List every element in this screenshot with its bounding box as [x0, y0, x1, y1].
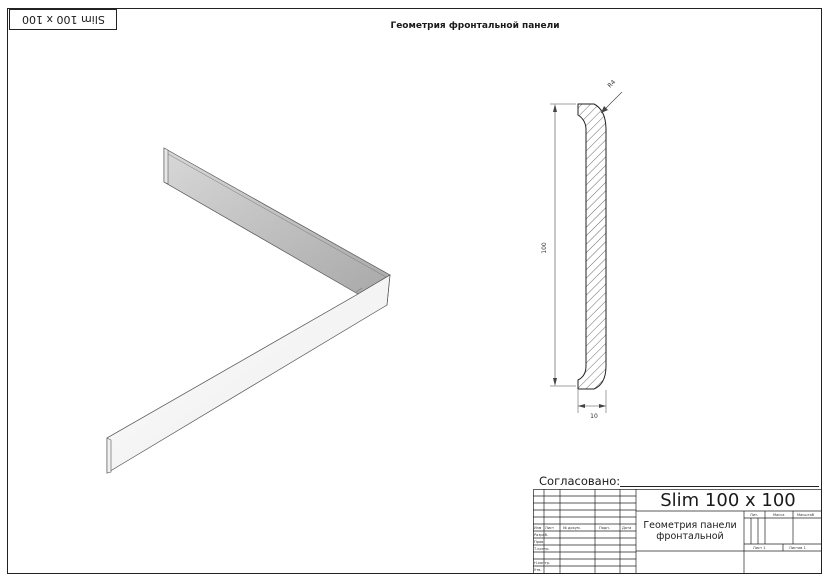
stamp-product-title: Slim 100 x 100 [660, 489, 796, 511]
height-dimension-label: 100 [541, 242, 548, 254]
sheet-title: Геометрия фронтальной панели [390, 21, 560, 31]
row-razrab: Разраб. [534, 533, 548, 537]
profile-section [577, 103, 607, 390]
lit-label: Лит. [750, 513, 758, 517]
stamp-drawing-name: Геометрия панели фронтальной [636, 511, 744, 551]
width-dimension-label: 10 [590, 413, 598, 420]
cross-section-view: 100 10 R4 [541, 80, 623, 420]
isometric-panel-view [106, 147, 391, 474]
row-utv: Утв. [534, 568, 542, 572]
mirrored-product-label: Slim 100 x 100 [9, 9, 117, 30]
col-sign: Подп. [599, 526, 610, 530]
col-doc: № докум. [563, 526, 581, 530]
agreed-label: Согласовано: [539, 474, 621, 488]
col-list: Лист [545, 526, 554, 530]
drawing-sheet [7, 8, 822, 574]
row-nkontr: Н.контр. [534, 561, 550, 565]
panel-front-face [106, 274, 391, 474]
row-prov: Пров. [534, 540, 544, 544]
scale-label: Масштаб [797, 513, 815, 517]
panel-back-edge [163, 147, 169, 185]
stamp-name-line1: Геометрия панели [643, 520, 737, 531]
agreed-signature-line [620, 486, 819, 487]
stamp-name-line2: фронтальной [656, 531, 724, 542]
panel-front-end [106, 437, 112, 474]
col-date: Дата [622, 526, 631, 530]
radius-label: R4 [606, 80, 617, 89]
col-izm: Изм [534, 526, 542, 530]
sheet-label: Лист 1 [753, 546, 766, 550]
row-tkontr: Т.контр. [533, 547, 550, 551]
sheets-label: Листов 1 [789, 546, 806, 550]
title-block: Изм Лист № докум. Подп. Дата Разраб. Про… [533, 489, 822, 574]
panel-back-face [163, 147, 391, 295]
mass-label: Масса [773, 513, 784, 517]
